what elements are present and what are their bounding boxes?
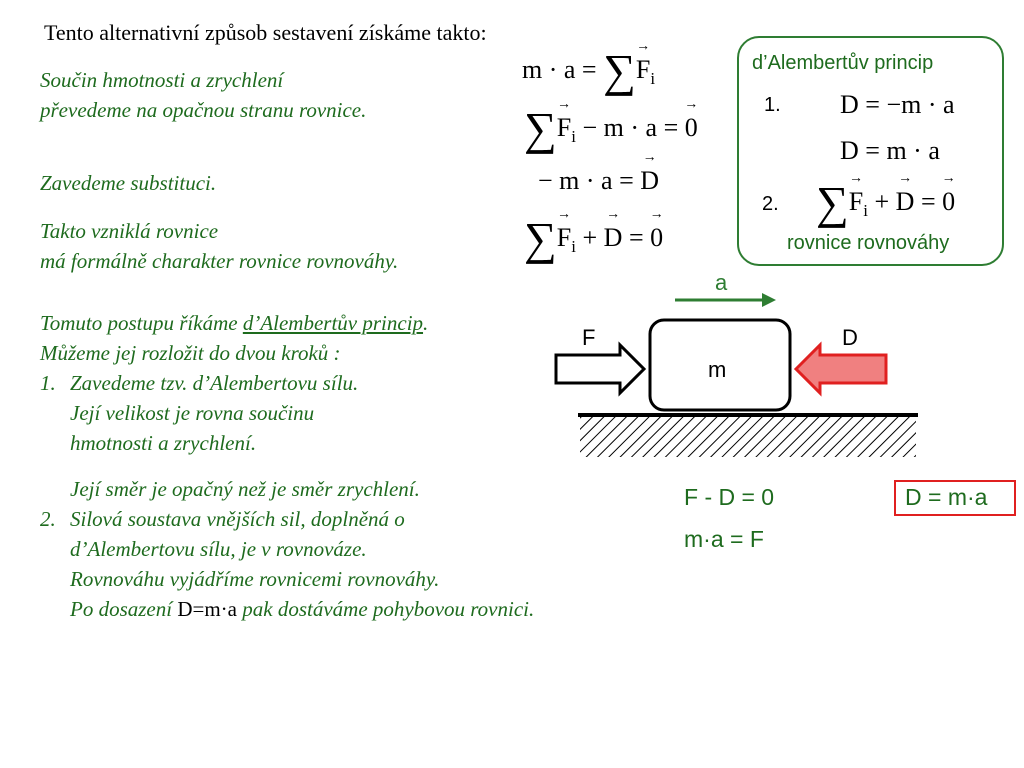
- principle-step-2-number: 2.: [762, 193, 779, 215]
- step-2-line-3: Rovnováhu vyjádříme rovnicemi rovnováhy.: [70, 567, 440, 591]
- principle-step-1-eq-a: D = −m · a: [840, 90, 955, 119]
- eq4-equals: =: [628, 223, 644, 252]
- step-2-line-2: d’Alembertovu sílu, je v rovnováze.: [70, 537, 367, 561]
- slide-title: Tento alternativní způsob sestavení získ…: [44, 20, 487, 45]
- step-1-line-4: Její směr je opačný než je směr zrychlen…: [70, 477, 420, 501]
- principle-intro-line: Tomuto postupu říkáme d’Alembertův princ…: [40, 308, 534, 338]
- boxed-result-frame: [894, 480, 1016, 516]
- box-subscript: i: [863, 201, 868, 220]
- equation-3: − m · a = D: [538, 166, 659, 196]
- box-zero: 0: [942, 187, 955, 217]
- explanation-3-line-2: má formálně charakter rovnice rovnováhy.: [40, 249, 399, 273]
- eq2-subscript: i: [571, 127, 576, 146]
- step-1-line-3: hmotnosti a zrychlení.: [70, 431, 257, 455]
- eq2-minus: −: [582, 113, 598, 142]
- eq2-equals: =: [663, 113, 679, 142]
- eq4-sum-symbol: ∑: [524, 213, 557, 264]
- eq1-subscript: i: [650, 69, 656, 88]
- eq3-equals: =: [619, 166, 634, 195]
- box-force: F: [849, 187, 863, 217]
- principle-step-2-eq: ∑Fi + D = 0: [816, 180, 955, 226]
- box-plus: +: [874, 187, 890, 216]
- intro-pre: Tomuto postupu říkáme: [40, 311, 243, 335]
- step-1-number: 1.: [40, 371, 56, 395]
- equation-4: ∑Fi + D = 0: [524, 216, 663, 262]
- force-d-arrow: [793, 341, 888, 397]
- explanation-1-line-1: Součin hmotnosti a zrychlení: [40, 68, 284, 92]
- principle-name: d’Alembertův princip: [242, 311, 424, 335]
- eq3-rhs: D: [640, 166, 659, 196]
- eq1-force: F: [636, 55, 650, 85]
- explanation-2: Zavedeme substituci.: [40, 171, 217, 195]
- boxed-result: D = m·a: [905, 484, 988, 510]
- eq3-minus: −: [538, 166, 553, 195]
- eq4-force: F: [557, 223, 571, 253]
- equation-1: m · a = ∑Fi: [522, 48, 655, 94]
- eq1-sum-symbol: ∑: [603, 45, 636, 96]
- eq3-lhs: m · a: [559, 166, 613, 195]
- eq4-subscript: i: [571, 237, 576, 256]
- mass-block: [648, 318, 792, 412]
- ground-hatching: [580, 417, 916, 457]
- step-2-text-1: Silová soustava vnějších sil, doplněná o: [70, 507, 405, 531]
- force-d-label: D: [842, 325, 858, 350]
- intro-post: .: [423, 311, 429, 335]
- principle-description: Tomuto postupu říkáme d’Alembertův princ…: [40, 308, 534, 624]
- step-1-line-1: 1. Zavedeme tzv. d’Alembertovu sílu.: [40, 368, 534, 398]
- mass-label: m: [708, 357, 726, 382]
- acceleration-label: a: [715, 270, 728, 295]
- eq2-mass-accel: m · a: [603, 113, 658, 142]
- eq2-force: F: [557, 113, 571, 143]
- step-2-number: 2.: [40, 507, 56, 531]
- box-equals: =: [920, 187, 936, 216]
- principle-step-1-eq-b: D = m · a: [840, 136, 940, 165]
- explanation-3-line-1: Takto vzniklá rovnice: [40, 219, 219, 243]
- eq4-zero: 0: [650, 223, 663, 253]
- eq1-equals: =: [581, 55, 597, 84]
- result-equation-2: m·a = F: [684, 526, 764, 552]
- step-2-text-4-post: pak dostáváme pohybovou rovnici.: [237, 597, 535, 621]
- step-1-line-2: Její velikost je rovna součinu: [70, 401, 315, 425]
- eq4-plus: +: [582, 223, 598, 252]
- step-2-line-4: Po dosazení D=m·a pak dostáváme pohybovo…: [40, 594, 534, 624]
- result-equation-1: F - D = 0: [684, 484, 775, 510]
- step-2-text-4-pre: Po dosazení: [70, 597, 178, 621]
- eq1-lhs: m · a: [522, 55, 576, 84]
- eq4-d: D: [604, 223, 623, 253]
- explanation-1-line-2: převedeme na opačnou stranu rovnice.: [40, 98, 367, 122]
- force-f-label: F: [582, 325, 595, 350]
- force-f-arrow: [554, 341, 647, 397]
- equation-2: ∑Fi − m · a = 0: [524, 106, 698, 152]
- principle-box: [737, 36, 1004, 266]
- step-2-formula: D=m·a: [177, 597, 237, 621]
- step-1-text-1: Zavedeme tzv. d’Alembertovu sílu.: [70, 371, 359, 395]
- acceleration-arrow-head: [762, 293, 776, 307]
- principle-box-footer: rovnice rovnováhy: [787, 232, 950, 254]
- block-diagram: a F m D: [554, 270, 918, 457]
- box-d: D: [896, 187, 915, 217]
- box-sum-symbol: ∑: [816, 177, 849, 228]
- principle-box-title: d’Alembertův princip: [752, 52, 934, 74]
- eq2-sum-symbol: ∑: [524, 103, 557, 154]
- steps-intro-line: Můžeme jej rozložit do dvou kroků :: [40, 341, 341, 365]
- eq2-zero: 0: [685, 113, 698, 143]
- explanation-1: Součin hmotnosti a zrychlení převedeme n…: [40, 65, 366, 125]
- step-2-line-1: 2. Silová soustava vnějších sil, doplněná…: [40, 504, 534, 534]
- explanation-3: Takto vzniklá rovnice má formálně charak…: [40, 216, 398, 276]
- principle-step-1-number: 1.: [764, 94, 781, 116]
